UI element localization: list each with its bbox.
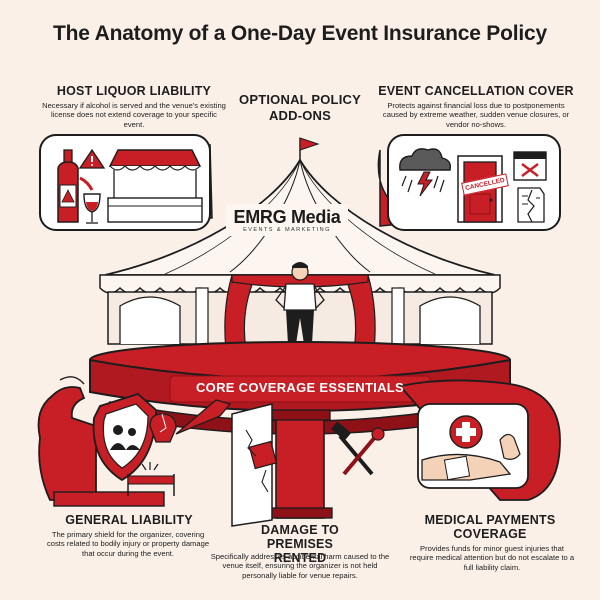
medical-payments-heading: MEDICAL PAYMENTS COVERAGE <box>424 513 556 541</box>
torn-document-icon <box>517 187 545 223</box>
damage-premises-heading: DAMAGE TO PREMISES RENTED <box>261 523 339 565</box>
event-cancellation-description: Protects against financial loss due to p… <box>382 101 570 129</box>
medical-payments-graphic <box>398 379 561 501</box>
host-liquor-heading: HOST LIQUOR LIABILITY <box>56 84 212 98</box>
organizer-figure <box>275 262 325 344</box>
calendar-icon <box>513 151 547 181</box>
damage-premises-description: Specifically addresses accidental harm c… <box>210 552 390 580</box>
event-cancellation-heading: EVENT CANCELLATION COVER <box>378 84 574 98</box>
hammer-wrench-icon <box>330 421 385 476</box>
wine-glass-icon <box>79 176 101 224</box>
cracked-wall-icon <box>245 429 278 493</box>
core-coverage-label: CORE COVERAGE ESSENTIALS <box>195 380 404 395</box>
general-liability-graphic <box>37 376 232 507</box>
warning-icon <box>78 148 106 169</box>
host-liquor-panel <box>39 134 211 231</box>
wine-bottle-icon <box>57 149 79 223</box>
storm-cloud-icon <box>399 148 452 197</box>
brand-logo-text: EMRG Media <box>233 207 341 227</box>
bar-booth-icon <box>107 149 203 223</box>
optional-addons-label: OPTIONAL POLICY ADD-ONS <box>239 92 361 123</box>
barrier-icon <box>127 462 175 496</box>
broken-pot-icon <box>149 413 177 443</box>
bandaged-arm-icon <box>421 433 521 481</box>
medical-cross-icon <box>449 415 483 449</box>
damage-premises-graphic <box>231 403 385 527</box>
brand-tagline: EVENTS & MARKETING <box>243 227 331 233</box>
page-title: The Anatomy of a One-Day Event Insurance… <box>53 22 547 45</box>
general-liability-heading: GENERAL LIABILITY <box>65 513 193 527</box>
shield-icon <box>92 392 157 482</box>
general-liability-description: The primary shield for the organizer, co… <box>46 530 210 558</box>
host-liquor-description: Necessary if alcohol is served and the v… <box>42 101 226 129</box>
medical-payments-description: Provides funds for minor guest injuries … <box>409 544 575 572</box>
